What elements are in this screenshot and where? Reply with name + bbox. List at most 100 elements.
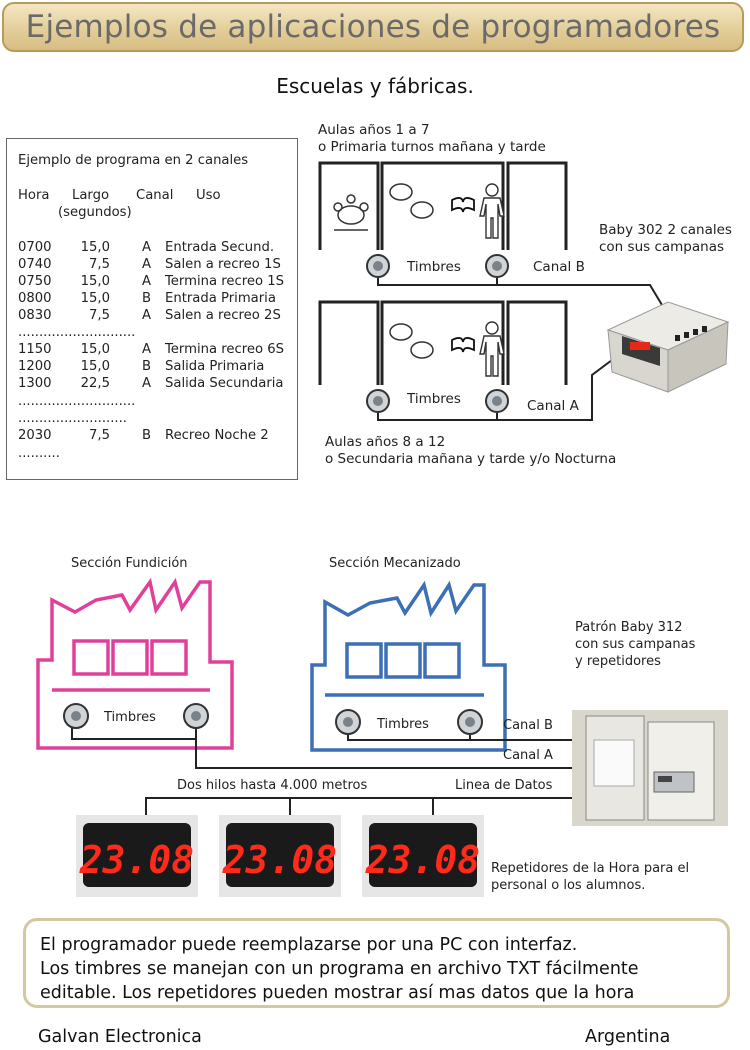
- row-largo: 15,0: [80, 359, 110, 374]
- row-largo: 15,0: [80, 240, 110, 255]
- row-hora: 0750: [18, 274, 52, 289]
- row-largo: 22,5: [80, 376, 110, 391]
- timbres-label: Timbres: [104, 710, 156, 725]
- bell-icon: [63, 703, 89, 729]
- row-uso: Salen a recreo 2S: [165, 308, 281, 323]
- classroom-row-bottom: [318, 300, 568, 385]
- row-largo: 15,0: [80, 274, 110, 289]
- dots-row: ............................: [18, 394, 136, 409]
- row-hora: 0800: [18, 291, 52, 306]
- dots-row: ............................: [18, 325, 136, 340]
- row-largo: 7,5: [89, 308, 110, 323]
- row-canal: A: [141, 240, 151, 255]
- patron-caption-1: Patrón Baby 312: [575, 620, 683, 635]
- teacher-icon: [479, 183, 505, 239]
- baby-312-cabinet: [572, 710, 728, 826]
- clock-display: 23.08: [365, 838, 480, 882]
- row-uso: Salen a recreo 1S: [165, 257, 281, 272]
- row-canal: B: [141, 359, 151, 374]
- page-title: Ejemplos de aplicaciones de programadore…: [25, 9, 721, 45]
- book-icon: [451, 197, 475, 213]
- bell-icon: [366, 389, 390, 413]
- header-hora: Hora: [18, 188, 50, 203]
- patron-caption-3: y repetidores: [575, 654, 661, 669]
- clock-repeater: 23.08: [76, 815, 198, 897]
- row-largo: 7,5: [89, 428, 110, 443]
- row-canal: B: [141, 428, 151, 443]
- note-line: El programador puede reemplazarse por un…: [40, 935, 578, 955]
- row-hora: 0830: [18, 308, 52, 323]
- canal-b-label: Canal B: [533, 259, 585, 275]
- repeaters-caption-2: personal o los alumnos.: [491, 878, 646, 893]
- header-segundos: (segundos): [58, 205, 132, 220]
- section-mecanizado-label: Sección Mecanizado: [329, 556, 461, 571]
- device-caption-1: Baby 302 2 canales: [599, 222, 732, 238]
- clock-display: 23.08: [79, 838, 194, 882]
- footer-company: Galvan Electronica: [38, 1027, 202, 1047]
- row-largo: 15,0: [80, 291, 110, 306]
- two-wires-label: Dos hilos hasta 4.000 metros: [177, 778, 368, 793]
- row-hora: 0700: [18, 240, 52, 255]
- students-icon: [389, 183, 434, 219]
- title-banner: Ejemplos de aplicaciones de programadore…: [2, 2, 744, 52]
- bell-icon: [335, 709, 361, 735]
- row-uso: Entrada Primaria: [165, 291, 276, 306]
- row-canal: B: [141, 291, 151, 306]
- row-hora: 1150: [18, 342, 52, 357]
- row-canal: A: [141, 308, 151, 323]
- clock-display: 23.08: [222, 838, 337, 882]
- row-largo: 7,5: [89, 257, 110, 272]
- factory-wires: [71, 728, 572, 815]
- row-uso: Salida Secundaria: [165, 376, 284, 391]
- students-icon: [389, 323, 434, 359]
- row-hora: 1300: [18, 376, 52, 391]
- timbres-label: Timbres: [407, 391, 461, 407]
- clock-repeater: 23.08: [362, 815, 484, 897]
- row-uso: Salida Primaria: [165, 359, 265, 374]
- bell-icon: [183, 703, 209, 729]
- canal-a-label: Canal A: [503, 748, 553, 763]
- bell-icon: [366, 254, 390, 278]
- canal-a-label: Canal A: [527, 398, 579, 414]
- top-caption-1: Aulas años 1 a 7: [318, 122, 430, 138]
- school-wires: [377, 278, 663, 421]
- row-canal: A: [141, 342, 151, 357]
- top-caption-2: o Primaria turnos mañana y tarde: [318, 139, 546, 155]
- row-hora: 1200: [18, 359, 52, 374]
- row-canal: A: [141, 257, 151, 272]
- bell-icon: [485, 254, 509, 278]
- program-table: Ejemplo de programa en 2 canales Hora La…: [6, 138, 298, 480]
- timbres-label: Timbres: [377, 717, 429, 732]
- note-line: editable. Los repetidores pueden mostrar…: [40, 983, 635, 1003]
- timbres-label: Timbres: [407, 259, 461, 275]
- factory-fundicion: [36, 577, 234, 750]
- bottom-caption-1: Aulas años 8 a 12: [325, 434, 446, 450]
- row-largo: 15,0: [80, 342, 110, 357]
- subtitle: Escuelas y fábricas.: [276, 74, 474, 98]
- patron-caption-2: con sus campanas: [575, 637, 696, 652]
- row-canal: A: [141, 376, 151, 391]
- dots-row: ..........................: [18, 411, 127, 426]
- note-line: Los timbres se manejan con un programa e…: [40, 959, 639, 979]
- bell-icon: [457, 709, 483, 735]
- row-uso: Termina recreo 6S: [165, 342, 285, 357]
- footer-country: Argentina: [585, 1027, 671, 1047]
- teacher-icon: [479, 321, 505, 377]
- section-fundicion-label: Sección Fundición: [71, 556, 188, 571]
- row-hora: 0740: [18, 257, 52, 272]
- baby-302-device: [606, 301, 730, 393]
- program-heading: Ejemplo de programa en 2 canales: [18, 153, 249, 168]
- meeting-table-icon: [333, 194, 369, 231]
- note-box: El programador puede reemplazarse por un…: [23, 918, 730, 1008]
- repeaters-caption-1: Repetidores de la Hora para el: [491, 861, 690, 876]
- dots-row: ..........: [18, 446, 60, 461]
- canal-b-label: Canal B: [503, 718, 553, 733]
- row-canal: A: [141, 274, 151, 289]
- classroom-row-top: [318, 161, 568, 250]
- row-uso: Recreo Noche 2: [165, 428, 269, 443]
- row-uso: Entrada Secund.: [165, 240, 275, 255]
- book-icon: [451, 337, 475, 353]
- clock-repeaters: 23.08 23.08 23.08: [76, 815, 484, 897]
- factory-mecanizado: [310, 580, 507, 752]
